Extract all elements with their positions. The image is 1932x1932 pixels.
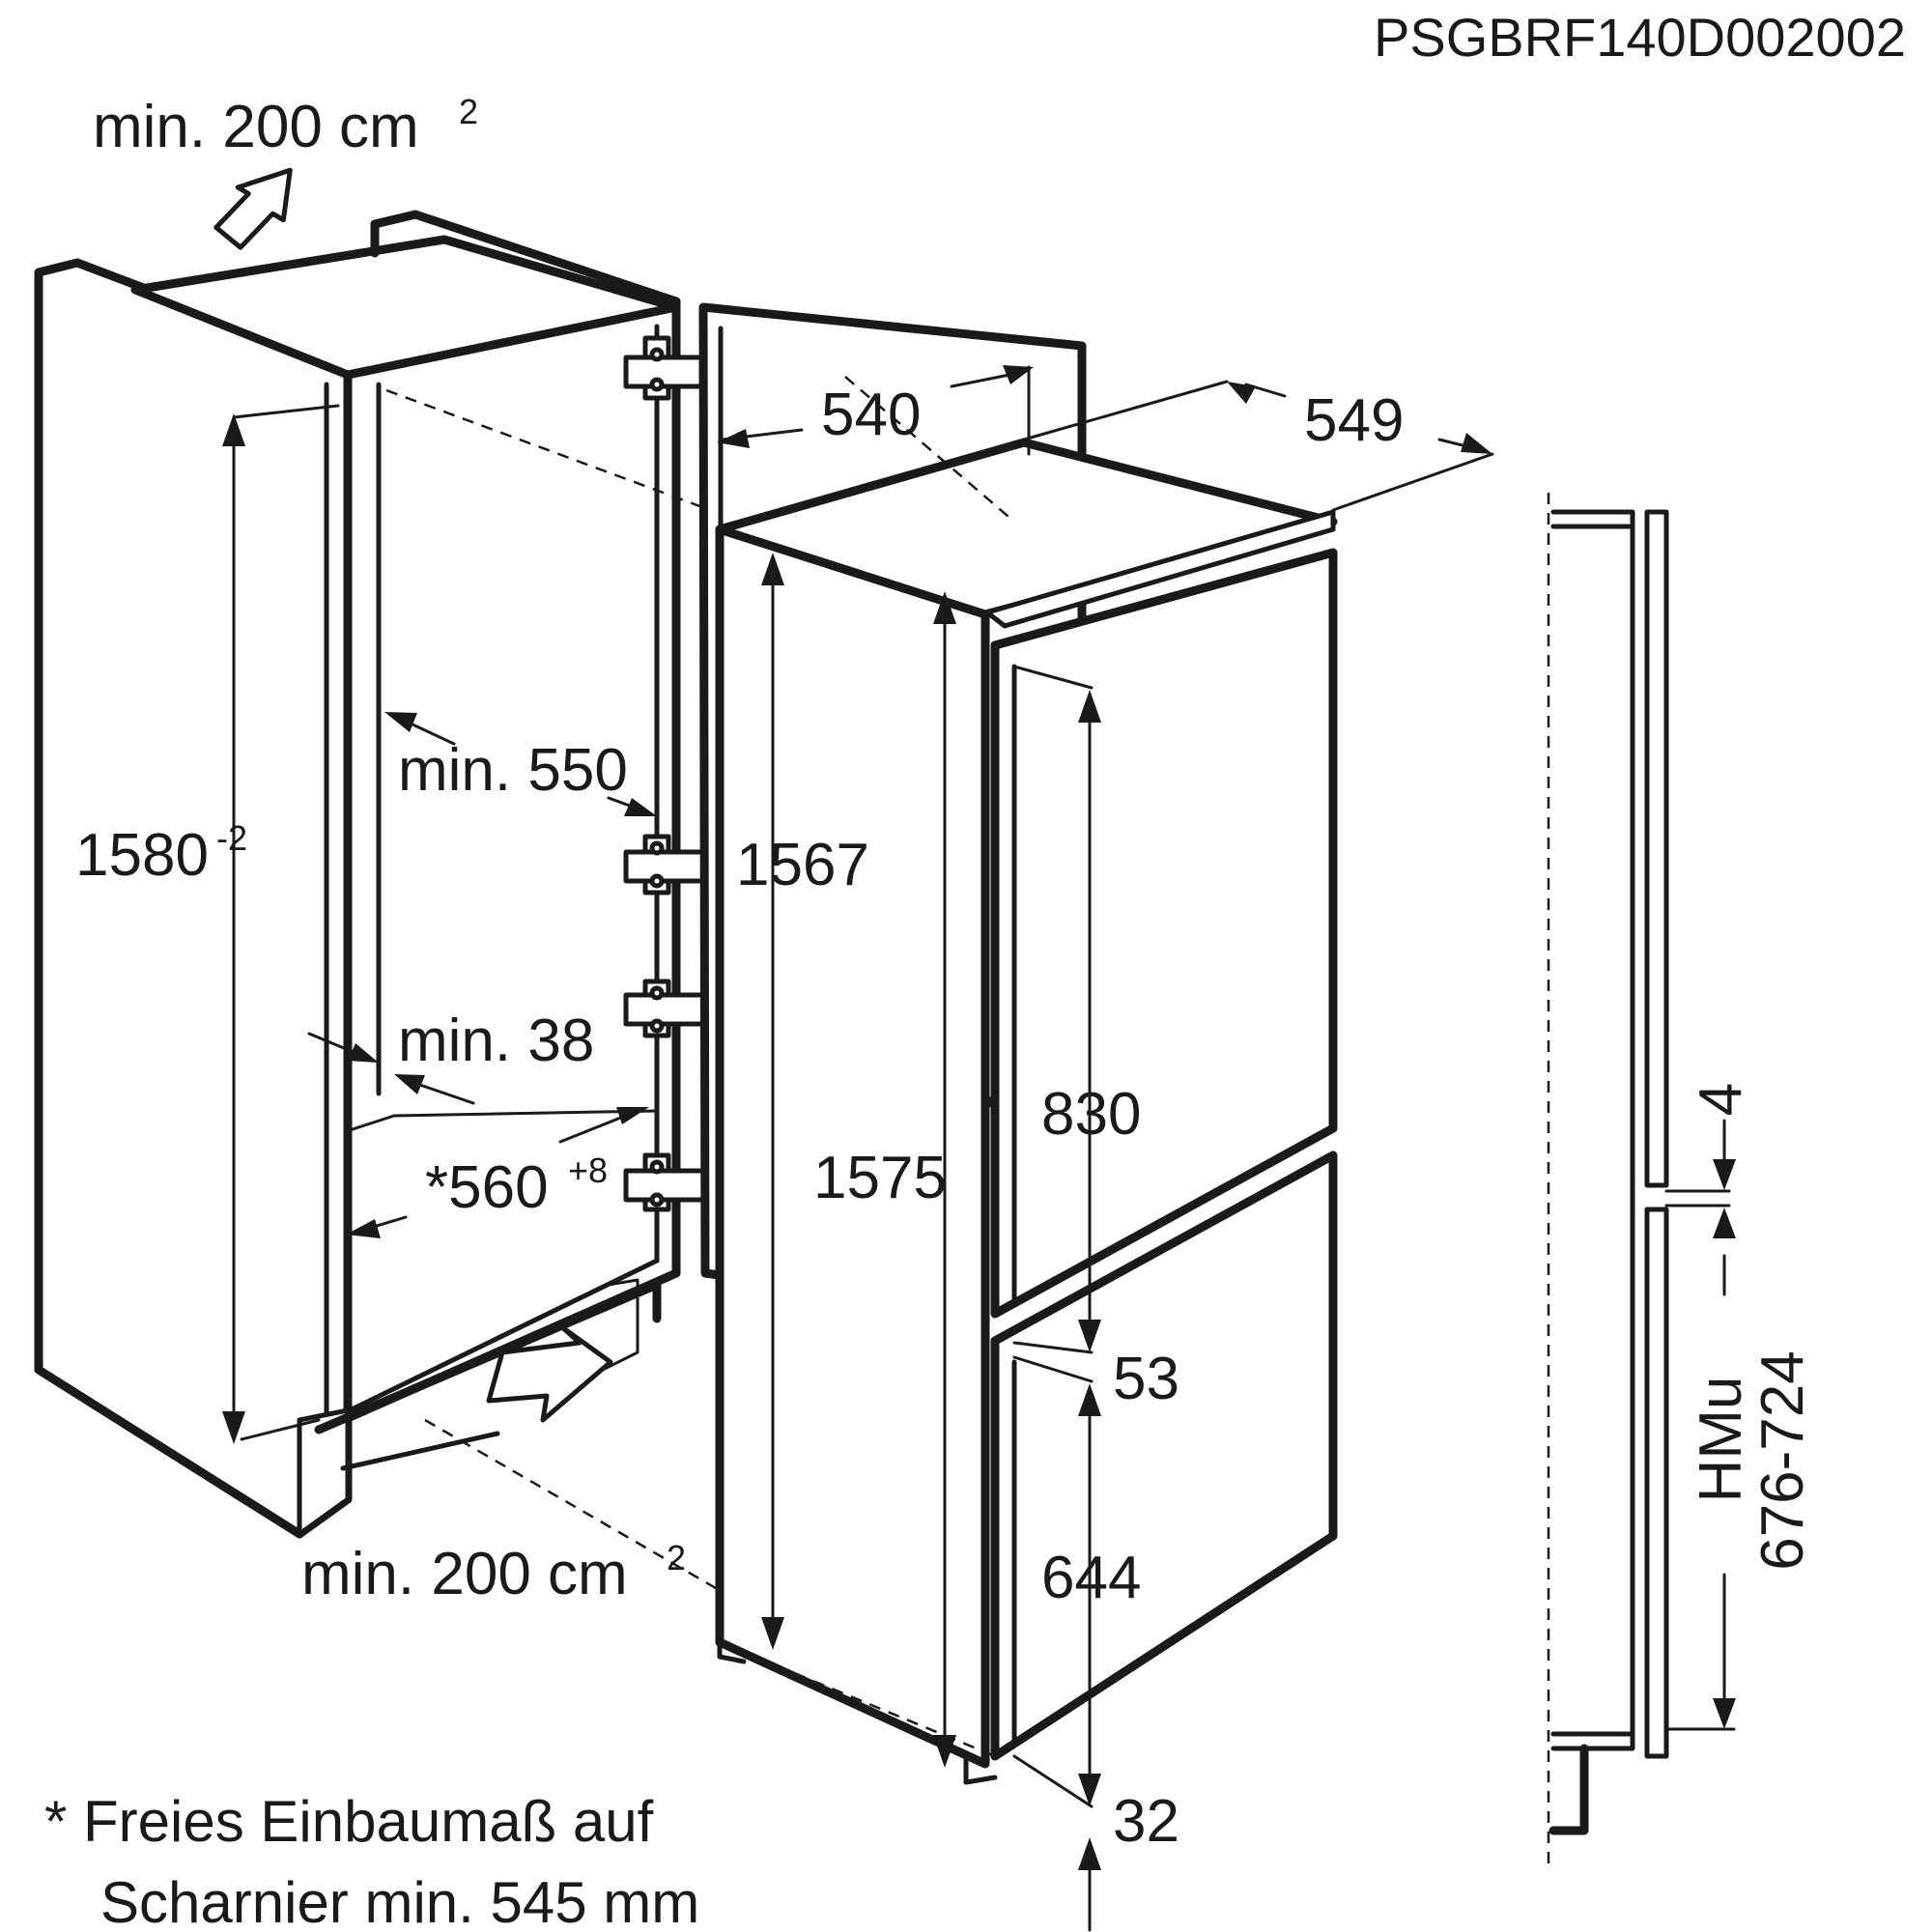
niche-depth-min-label: min. 550 (398, 737, 628, 804)
ventilation-in-arrow (486, 1324, 613, 1423)
fridge-appliance (698, 302, 1338, 1785)
ventilation-bottom-label: min. 200 cm (301, 1541, 628, 1607)
niche-width-label: *560 (425, 1154, 549, 1221)
appliance-body-height-label: 1567 (736, 832, 869, 898)
niche-height-tolerance: -2 (216, 818, 247, 858)
niche-side-min-label: min. 38 (398, 1008, 594, 1074)
lower-door-height-label: 644 (1041, 1545, 1141, 1611)
bottom-offset-label: 32 (1113, 1788, 1179, 1855)
appliance-depth-total-label: 549 (1304, 387, 1404, 454)
footnote-line-1: * Freies Einbaumaß auf (44, 1789, 654, 1854)
ventilation-top-label: min. 200 cm (93, 94, 419, 160)
appliance-depth-top-label: 540 (821, 382, 921, 448)
door-gap-label: 53 (1113, 1346, 1179, 1412)
dimension-lines (222, 365, 1494, 1932)
side-gap-label: 4 (1688, 1083, 1754, 1116)
side-hmu-range-label: 676-724 (1749, 1350, 1816, 1571)
ventilation-top-sup: 2 (459, 92, 478, 131)
side-hmu-label: HMu (1688, 1377, 1754, 1503)
upper-door-height-label: 830 (1041, 1081, 1141, 1148)
footnote-line-2: Scharnier min. 545 mm (100, 1870, 699, 1932)
document-code: PSGBRF140D002002 (1374, 7, 1906, 68)
niche-cabinet (34, 210, 967, 1601)
side-view (1547, 493, 1736, 1869)
ventilation-bottom-sup: 2 (667, 1538, 686, 1577)
appliance-total-height-label: 1575 (813, 1145, 947, 1211)
niche-width-tolerance: +8 (568, 1151, 608, 1190)
niche-height-label: 1580 (75, 822, 209, 889)
ventilation-out-arrow (213, 167, 293, 250)
